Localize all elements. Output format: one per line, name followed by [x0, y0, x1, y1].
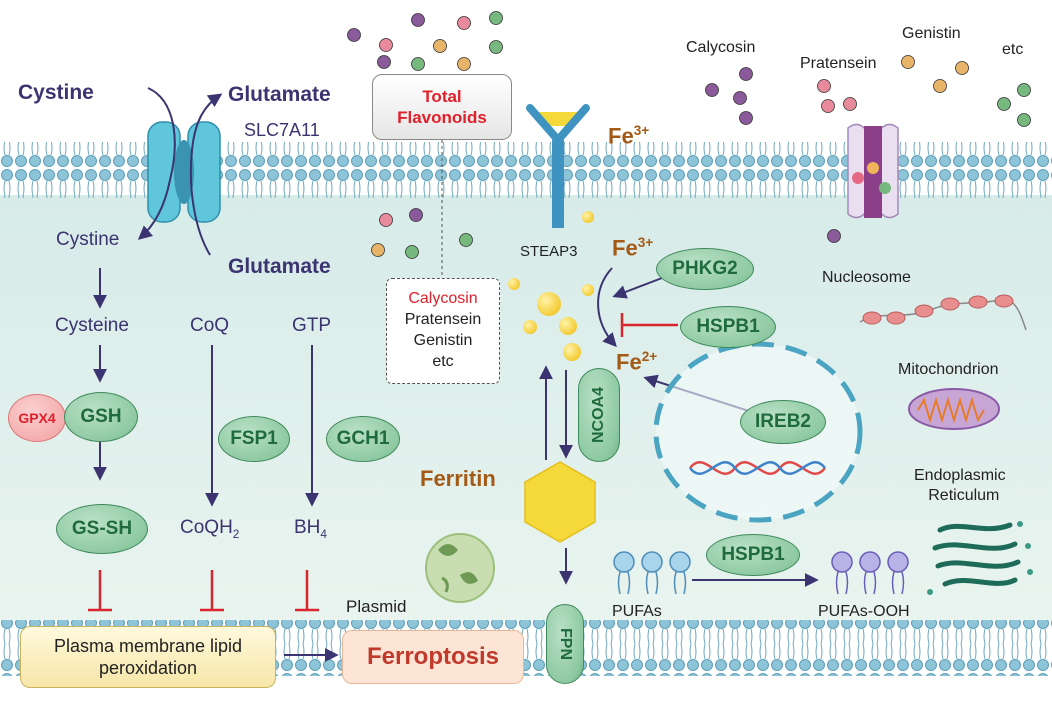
flavonoid-item: etc — [432, 352, 454, 370]
iron-particles — [508, 211, 594, 361]
cystine-in-label: Cystine — [56, 229, 120, 250]
steap3-label: STEAP3 — [520, 243, 578, 260]
total-flavonoids-line2: Flavonoids — [397, 108, 487, 127]
fsp1-node: FSP1 — [218, 416, 290, 462]
fpn-node: FPN — [546, 604, 584, 684]
ferritin-label: Ferritin — [420, 466, 496, 491]
flavonoid-item: Pratensein — [404, 311, 482, 329]
coqh2-label: CoQH2 — [180, 517, 240, 541]
gpx4-node: GPX4 — [8, 394, 66, 442]
total-flavonoids-box: Total Flavonoids — [372, 74, 512, 140]
lipid-peroxidation-box: Plasma membrane lipid peroxidation — [20, 626, 276, 688]
pufas-label: PUFAs — [612, 603, 662, 620]
flavonoid-channel-icon — [847, 123, 899, 219]
bh4-label: BH4 — [294, 517, 327, 541]
gs-sh-node: GS-SH — [56, 504, 148, 554]
endoplasmic-reticulum-icon — [927, 521, 1033, 595]
molecule-dots — [347, 11, 1031, 259]
gsh-node: GSH — [64, 392, 138, 442]
pufas-ooh-lipid-icon — [831, 551, 909, 595]
pufas-lipid-icon — [613, 551, 691, 595]
etc-top-label: etc — [1002, 41, 1024, 58]
plasmid-label: Plasmid — [346, 597, 407, 616]
phkg2-node: PHKG2 — [656, 248, 754, 290]
gch1-node: GCH1 — [326, 416, 400, 462]
lipid-peroxidation-line1: Plasma membrane lipid — [53, 635, 243, 656]
ncoa4-node: NCOA4 — [578, 368, 620, 462]
pufas-ooh-label: PUFAs-OOH — [818, 603, 910, 620]
ferroptosis-box: Ferroptosis — [342, 630, 524, 684]
genistin-top-label: Genistin — [902, 25, 961, 42]
flavonoid-item: Calycosin — [408, 290, 478, 308]
steap3-receptor-icon — [526, 104, 590, 228]
nucleosome-label: Nucleosome — [822, 269, 911, 286]
coq-label: CoQ — [190, 315, 230, 336]
ireb2-node: IREB2 — [740, 400, 826, 444]
fpn-label: FPN — [557, 628, 574, 660]
dna-helix-icon — [689, 461, 826, 475]
slc7a11-transporter-icon — [147, 121, 221, 223]
slc7a11-label: SLC7A11 — [244, 120, 320, 140]
flavonoid-list-box: Calycosin Pratensein Genistin etc — [386, 278, 500, 384]
fe3-top-label: Fe3+ — [608, 123, 650, 149]
plasmid-icon — [425, 533, 495, 603]
calycosin-top-label: Calycosin — [686, 39, 756, 56]
flavonoid-item: Genistin — [413, 332, 473, 349]
glutamate-in-label: Glutamate — [228, 255, 331, 278]
fe3-label: Fe3+ — [612, 235, 654, 261]
mitochondrion-icon — [908, 388, 1000, 430]
er-label-line2: Reticulum — [928, 487, 1000, 504]
glutamate-out-label: Glutamate — [228, 83, 331, 106]
fe2-label: Fe2+ — [616, 349, 658, 375]
ncoa4-label: NCOA4 — [590, 386, 608, 444]
er-label-line1: Endoplasmic — [914, 467, 1006, 484]
cystine-out-label: Cystine — [18, 81, 94, 104]
cysteine-label: Cysteine — [55, 315, 129, 336]
pratensein-top-label: Pratensein — [800, 55, 877, 72]
hspb1-iron-node: HSPB1 — [680, 306, 776, 348]
mitochondrion-label: Mitochondrion — [898, 361, 999, 378]
ferritin-hexagon-icon — [524, 461, 596, 543]
nucleosome-chain-icon — [859, 294, 1027, 331]
total-flavonoids-line1: Total — [422, 86, 462, 106]
inhibition-bars — [88, 313, 678, 612]
hspb1-lipid-node: HSPB1 — [706, 534, 800, 576]
gtp-label: GTP — [292, 315, 332, 336]
lipid-peroxidation-line2: peroxidation — [98, 658, 198, 678]
